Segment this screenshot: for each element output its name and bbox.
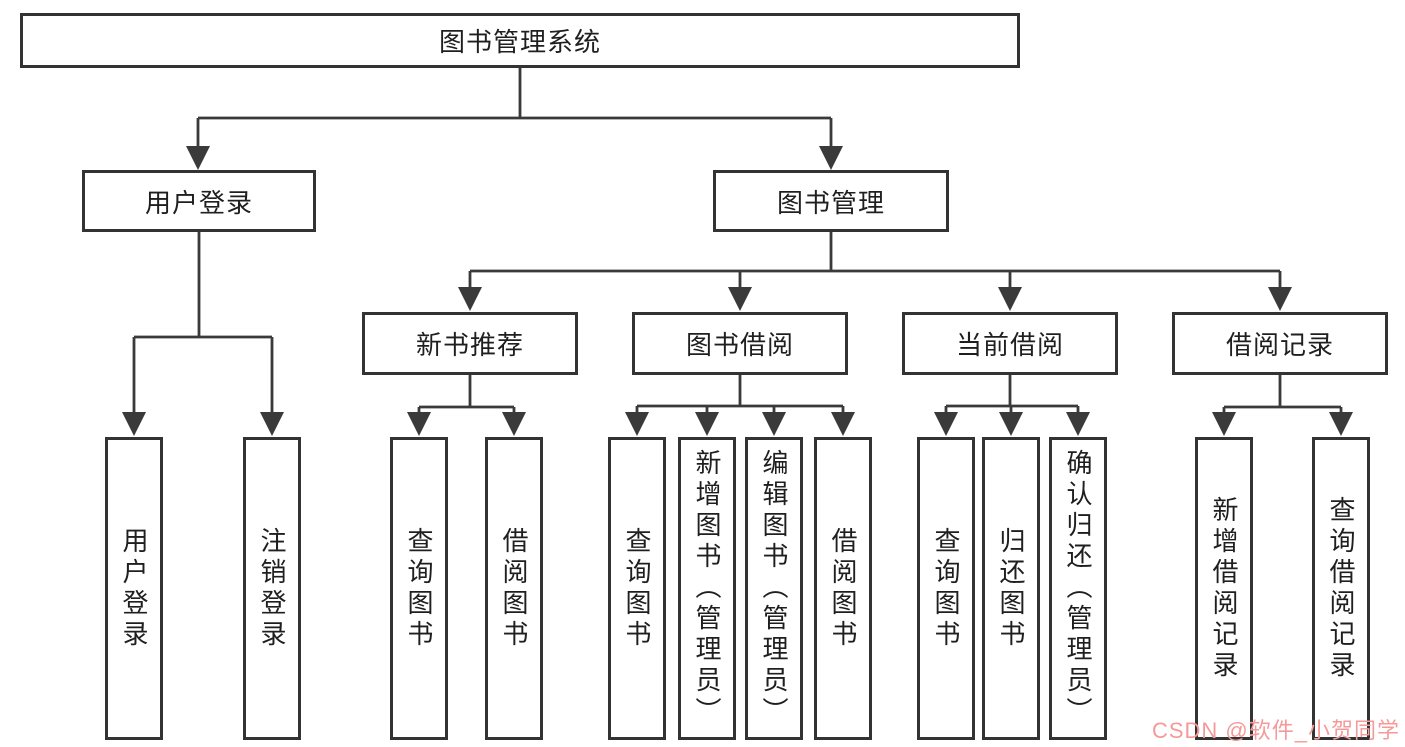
arrow-down-icon [695, 412, 719, 436]
leaf-query-books-recommend: 查询图书 [390, 437, 448, 740]
leaf-confirm-return-admin: 确认归还（管理员） [1049, 437, 1107, 740]
arrow-down-icon [728, 287, 752, 311]
leaf-query-books-current: 查询图书 [917, 437, 975, 740]
node-borrow-records: 借阅记录 [1172, 312, 1388, 375]
leaf-return-books: 归还图书 [982, 437, 1040, 740]
node-book-management: 图书管理 [713, 170, 949, 232]
arrow-down-icon [502, 412, 526, 436]
leaf-query-borrow-record: 查询借阅记录 [1312, 437, 1370, 740]
arrow-down-icon [1268, 287, 1292, 311]
connector-book-mgmt-children [468, 232, 1282, 289]
connector-records-children [1222, 375, 1343, 414]
connector-current-children [944, 375, 1080, 414]
arrow-down-icon [260, 412, 284, 436]
csdn-watermark: CSDN @软件_小贺同学 [1151, 718, 1400, 743]
arrow-down-icon [1329, 412, 1353, 436]
leaf-add-borrow-record: 新增借阅记录 [1195, 437, 1253, 740]
arrow-down-icon [458, 287, 482, 311]
leaf-borrow-books-recommend: 借阅图书 [485, 437, 543, 740]
node-current-borrow: 当前借阅 [902, 312, 1118, 375]
connector-recommend-children [417, 375, 516, 414]
node-book-borrow: 图书借阅 [632, 312, 848, 375]
connector-borrow-children [635, 375, 845, 414]
leaf-logout: 注销登录 [243, 437, 301, 740]
arrow-down-icon [762, 412, 786, 436]
leaf-user-login: 用户登录 [105, 437, 163, 740]
arrow-down-icon [186, 146, 210, 170]
node-library-system: 图书管理系统 [20, 13, 1020, 68]
arrow-down-icon [407, 412, 431, 436]
arrow-down-icon [122, 412, 146, 436]
arrow-down-icon [831, 412, 855, 436]
arrow-down-icon [625, 412, 649, 436]
node-user-login: 用户登录 [82, 170, 316, 232]
arrow-down-icon [1212, 412, 1236, 436]
arrowheads [122, 146, 1353, 436]
leaf-query-books-borrow: 查询图书 [608, 437, 666, 740]
arrow-down-icon [819, 146, 843, 170]
node-new-book-recommend: 新书推荐 [362, 312, 578, 375]
connector-root-to-level2 [196, 68, 833, 148]
arrow-down-icon [999, 412, 1023, 436]
arrow-down-icon [1066, 412, 1090, 436]
leaf-add-books-admin: 新增图书（管理员） [678, 437, 736, 740]
leaf-borrow-books-borrow: 借阅图书 [814, 437, 872, 740]
connector-user-login-children [132, 232, 274, 414]
leaf-edit-books-admin: 编辑图书（管理员） [745, 437, 803, 740]
arrow-down-icon [998, 287, 1022, 311]
arrow-down-icon [934, 412, 958, 436]
